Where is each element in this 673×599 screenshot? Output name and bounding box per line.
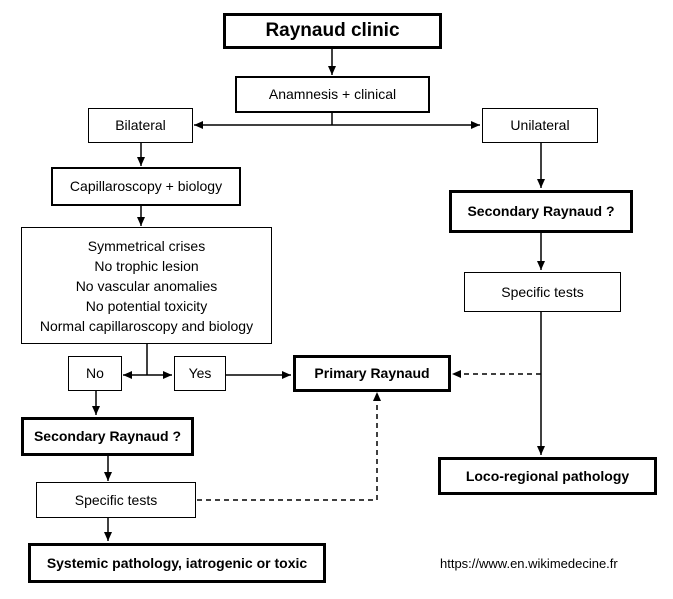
secondary-raynaud-left-node: Secondary Raynaud ?: [21, 417, 194, 456]
loco-regional-node: Loco-regional pathology: [438, 457, 657, 495]
anamnesis-node: Anamnesis + clinical: [235, 76, 430, 113]
criteria-item: Normal capillaroscopy and biology: [39, 317, 254, 334]
source-url: https://www.en.wikimedecine.fr: [440, 556, 618, 571]
secondary-raynaud-right-node: Secondary Raynaud ?: [449, 190, 633, 233]
raynaud-clinic-node: Raynaud clinic: [223, 13, 442, 49]
criteria-item: Symmetrical crises: [87, 237, 206, 254]
specific-tests-right-node: Specific tests: [464, 272, 621, 312]
unilateral-node: Unilateral: [482, 108, 598, 143]
primary-raynaud-node: Primary Raynaud: [293, 355, 451, 392]
criteria-item: No potential toxicity: [85, 297, 208, 314]
criteria-node: Symmetrical crises No trophic lesion No …: [21, 227, 272, 344]
criteria-item: No vascular anomalies: [75, 277, 218, 294]
yes-node: Yes: [174, 356, 226, 391]
bilateral-node: Bilateral: [88, 108, 193, 143]
criteria-item: No trophic lesion: [94, 257, 199, 274]
edge-dashed-left-to-primary: [197, 392, 381, 501]
specific-tests-left-node: Specific tests: [36, 482, 196, 518]
capillaroscopy-node: Capillaroscopy + biology: [51, 167, 241, 206]
no-node: No: [68, 356, 122, 391]
systemic-pathology-node: Systemic pathology, iatrogenic or toxic: [28, 543, 326, 583]
